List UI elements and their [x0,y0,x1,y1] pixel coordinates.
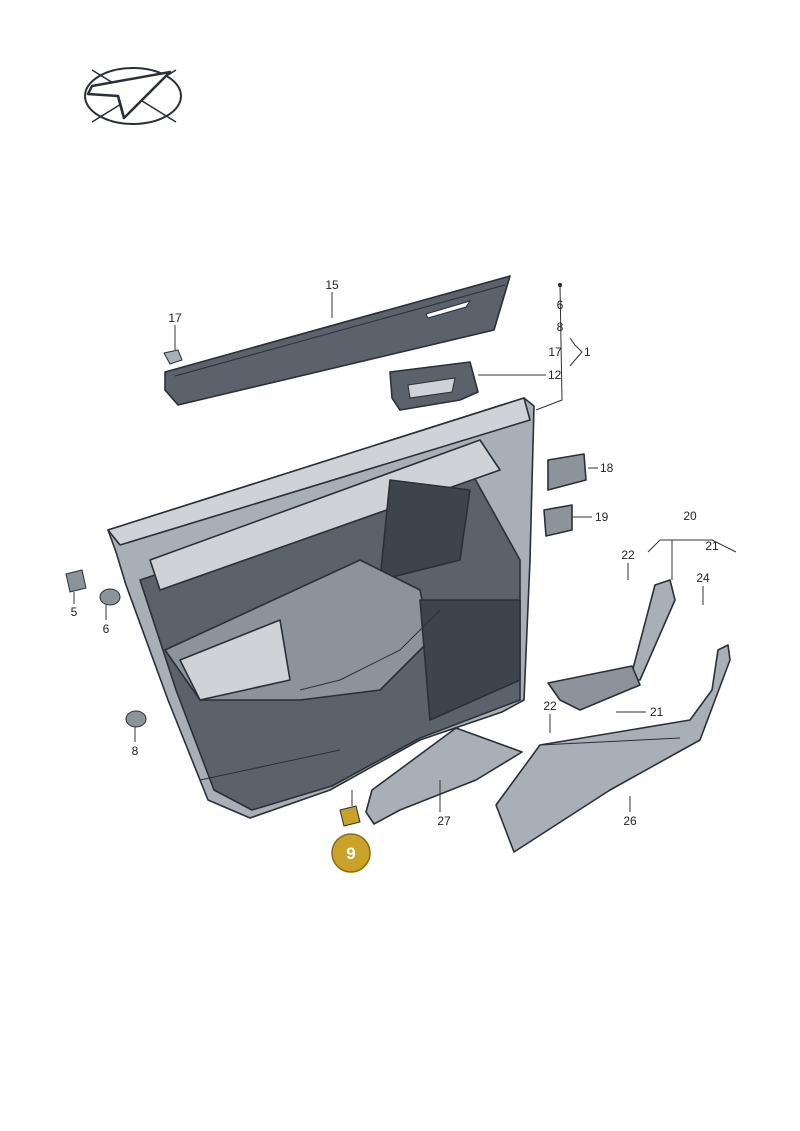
group-1-item-17: 17 [548,345,562,359]
part-label-20: 20 [683,509,697,523]
highlight-badge-9[interactable]: 9 [331,833,371,873]
part-label-6: 6 [103,622,110,636]
checkmark-plane-logo-icon [84,67,182,125]
door-handle-12 [389,361,479,411]
part-label-12: 12 [548,368,562,382]
part-label-8: 8 [132,744,139,758]
switch-18 [547,453,587,491]
part-label-15: 15 [325,278,339,292]
clip-17 [163,349,183,365]
part-label-21-lower: 21 [650,705,664,719]
part-label-22-lower: 22 [543,699,557,713]
leader-lines [73,284,737,812]
part-label-21-upper: 21 [705,539,719,553]
part-group-1: 6 8 17 1 [548,283,591,359]
part-label-27: 27 [437,814,451,828]
clip-8 [125,710,147,728]
part-label-26: 26 [623,814,637,828]
clip-9 [339,805,361,827]
highlight-badge-label: 9 [346,844,355,863]
upper-trim-strip [164,275,511,406]
grab-handle-20 [547,579,676,711]
part-label-5: 5 [71,605,78,619]
group-1-label: 1 [584,345,591,359]
part-label-22-upper: 22 [621,548,635,562]
group-1-item-6: 6 [557,298,564,312]
door-panel [107,397,535,819]
insert-27 [365,727,523,825]
part-label-18: 18 [600,461,614,475]
switch-19 [543,504,573,537]
clip-6 [99,588,121,606]
part-label-19: 19 [595,510,609,524]
clip-5 [65,569,87,593]
part-label-24: 24 [696,571,710,585]
part-label-17: 17 [168,311,182,325]
armrest-26 [495,644,731,853]
group-1-item-8: 8 [557,320,564,334]
